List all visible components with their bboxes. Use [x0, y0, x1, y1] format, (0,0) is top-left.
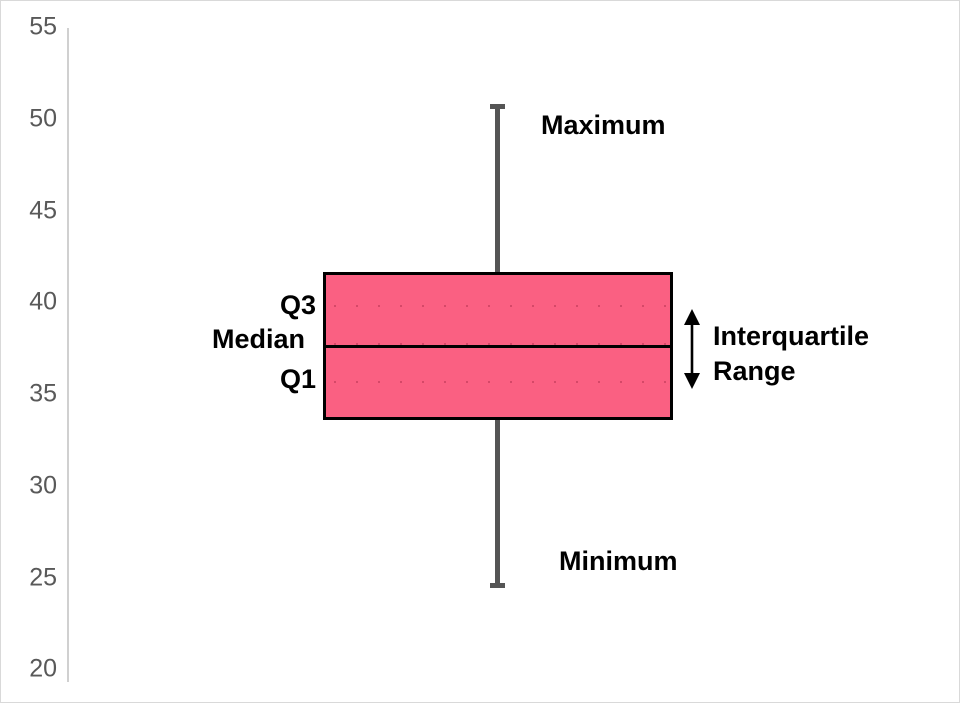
lower-whisker: [495, 419, 500, 586]
interquartile-range-label: Interquartile Range: [713, 319, 869, 388]
y-tick-label: 20: [29, 654, 57, 683]
median-label: Median: [211, 324, 305, 355]
y-tick-label: 45: [29, 196, 57, 225]
iqr-label-line-2: Range: [713, 355, 796, 386]
q1-label: Q1: [279, 364, 316, 395]
y-tick-label: 35: [29, 379, 57, 408]
maximum-label: Maximum: [541, 110, 666, 141]
iqr-label-line-1: Interquartile: [713, 321, 870, 351]
y-tick-label: 30: [29, 471, 57, 500]
q3-label: Q3: [279, 290, 316, 321]
y-tick-label: 25: [29, 563, 57, 592]
minimum-label: Minimum: [559, 546, 678, 577]
y-tick-label: 40: [29, 287, 57, 316]
y-tick-label: 50: [29, 104, 57, 133]
y-axis-line: [67, 28, 69, 682]
y-tick-label: 55: [29, 12, 57, 41]
median-line: [323, 345, 673, 348]
lower-whisker-cap: [490, 583, 505, 588]
upper-whisker: [495, 106, 500, 273]
iqr-double-arrow-icon: [684, 309, 700, 389]
